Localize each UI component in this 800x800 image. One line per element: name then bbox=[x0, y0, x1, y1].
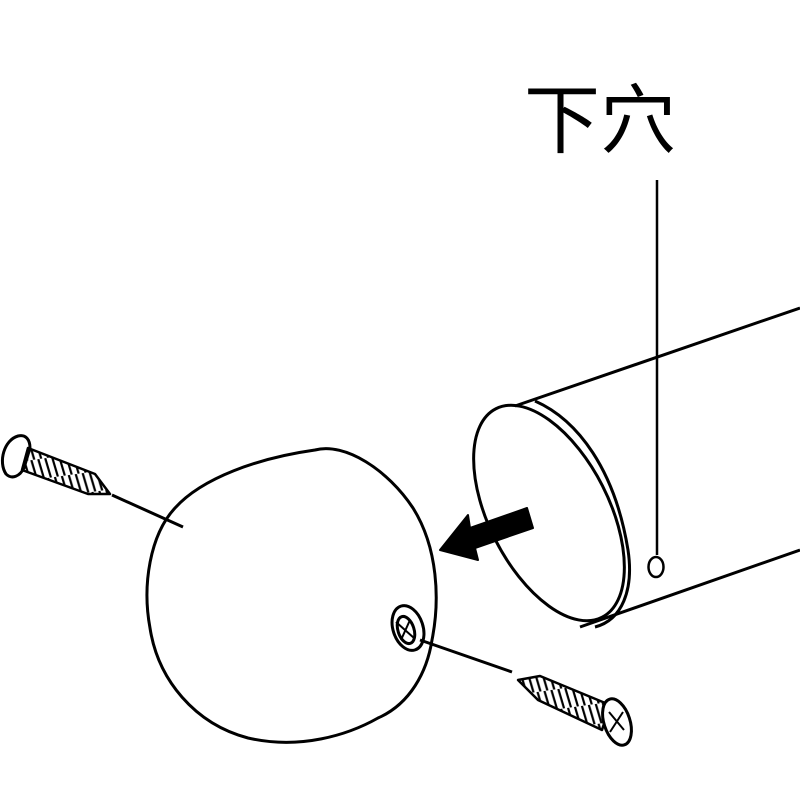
lower-screw-guide-line bbox=[419, 638, 513, 674]
rod bbox=[472, 306, 800, 629]
direction-arrow-icon bbox=[439, 507, 534, 561]
rod-shading-edge bbox=[534, 399, 632, 629]
cap-screw-hole-outer bbox=[390, 604, 426, 652]
upper-screw bbox=[1, 434, 112, 496]
cap-screw-hole-inner bbox=[395, 614, 417, 646]
lower-screw-shank bbox=[516, 674, 612, 732]
pilot-hole-label: 下穴 bbox=[524, 76, 676, 165]
upper-screw-guide-line bbox=[111, 493, 184, 529]
cap-screw-hole-cross bbox=[395, 619, 415, 641]
pilot-hole bbox=[647, 555, 665, 579]
upper-screw-shank bbox=[20, 446, 112, 496]
lower-screw bbox=[516, 674, 633, 747]
lower-screw-head-cross bbox=[608, 711, 625, 733]
end-cap-outline bbox=[145, 447, 438, 744]
end-cap bbox=[145, 447, 438, 744]
